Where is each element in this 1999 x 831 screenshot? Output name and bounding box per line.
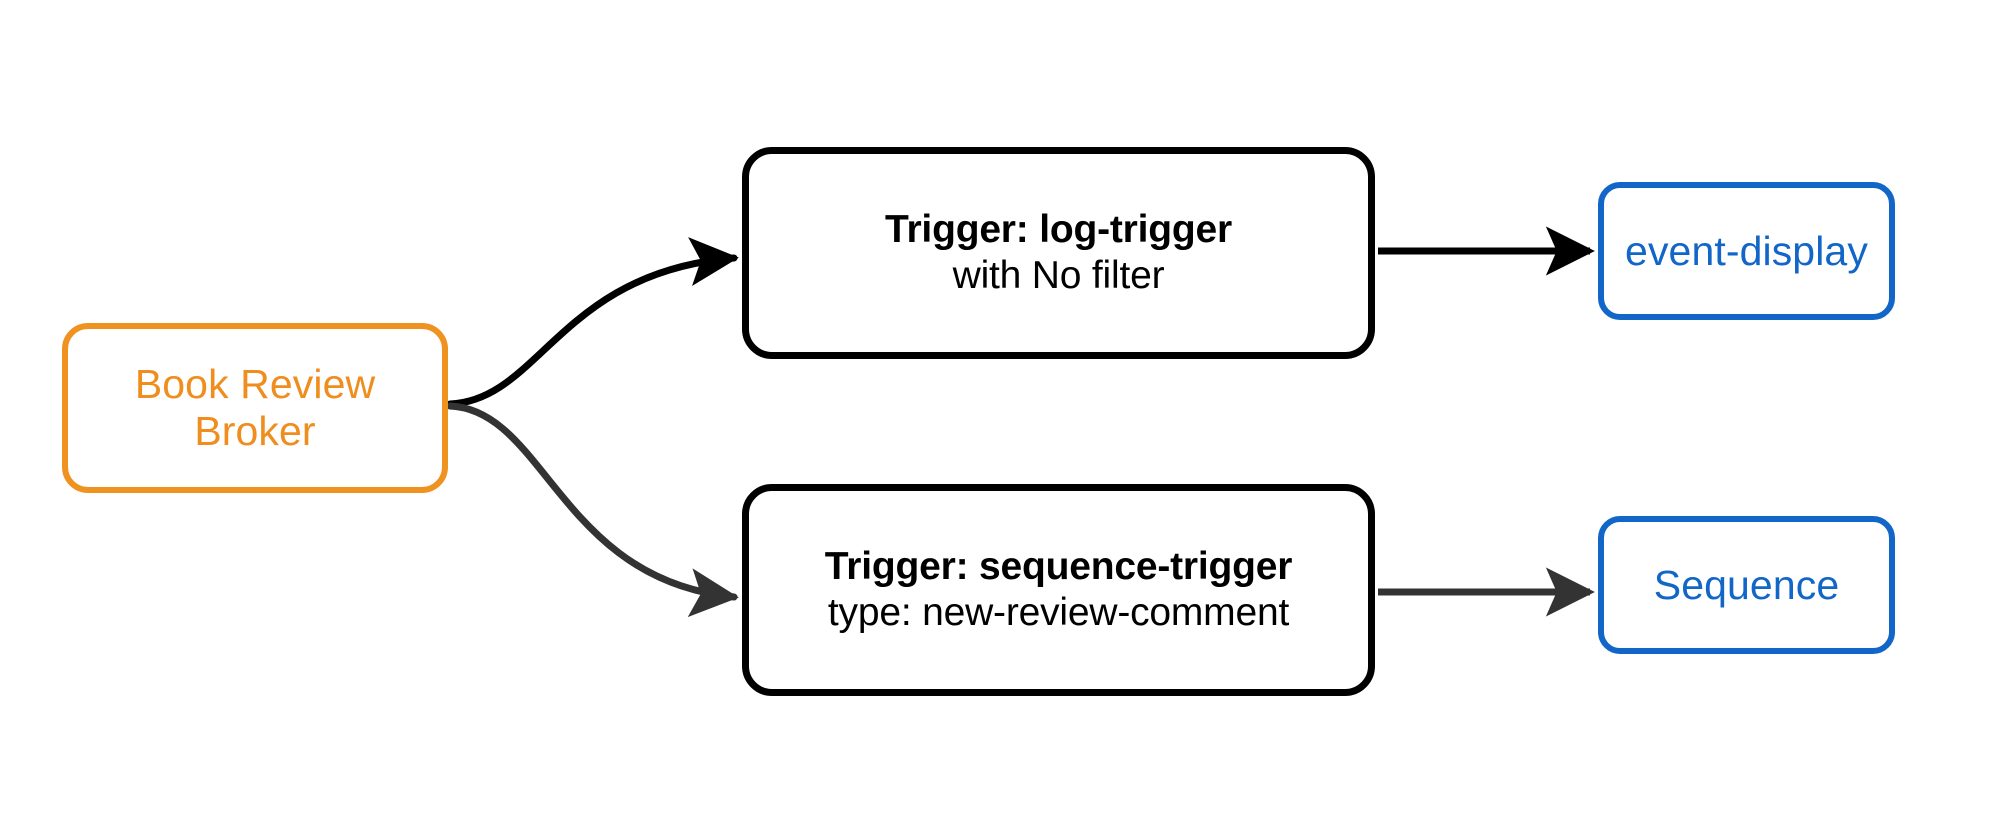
node-event-display[interactable]: event-display	[1598, 182, 1895, 320]
log-trigger-title: Trigger: log-trigger	[884, 207, 1232, 251]
node-sequence[interactable]: Sequence	[1598, 516, 1895, 654]
broker-label-line-2: Broker	[194, 408, 316, 454]
sequence-trigger-subtitle: type: new-review-comment	[827, 591, 1290, 634]
node-log-trigger[interactable]: Trigger: log-trigger with No filter	[742, 147, 1375, 359]
edge-broker-to-log-trigger	[446, 237, 739, 408]
node-book-review-broker[interactable]: Book Review Broker	[62, 323, 448, 493]
log-trigger-subtitle: with No filter	[952, 254, 1165, 297]
sequence-label: Sequence	[1653, 561, 1840, 608]
sequence-trigger-title: Trigger: sequence-trigger	[824, 544, 1293, 588]
broker-label-line-1: Book Review	[134, 361, 376, 408]
node-sequence-trigger[interactable]: Trigger: sequence-trigger type: new-revi…	[742, 484, 1375, 696]
edge-broker-to-sequence-trigger	[446, 402, 739, 618]
event-display-label: event-display	[1625, 227, 1868, 274]
